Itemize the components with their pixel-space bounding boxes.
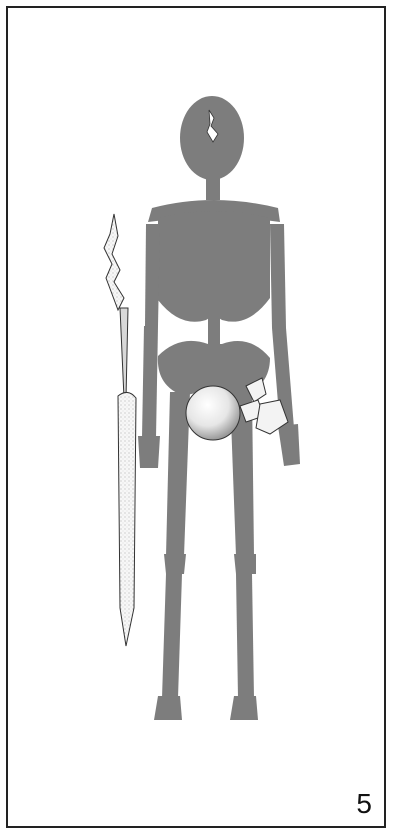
figure-number: 5 xyxy=(356,788,372,820)
left-tibia xyxy=(162,574,182,698)
spear-blade xyxy=(118,392,136,646)
left-knee xyxy=(164,554,186,574)
left-upper-arm xyxy=(145,224,160,326)
spine xyxy=(208,308,220,350)
left-hand xyxy=(138,436,160,468)
right-tibia xyxy=(236,574,254,698)
neck xyxy=(206,178,220,200)
left-foot xyxy=(154,696,182,720)
figure-frame: 5 xyxy=(6,6,386,828)
right-hand xyxy=(278,424,300,466)
spear xyxy=(104,214,136,646)
right-knee xyxy=(234,554,256,574)
spear-shaft xyxy=(120,308,128,398)
spear-head xyxy=(104,214,124,310)
skeleton-illustration xyxy=(8,8,388,830)
right-upper-arm xyxy=(270,224,286,328)
round-stone xyxy=(186,386,240,440)
right-foot xyxy=(230,696,258,720)
rib-cage xyxy=(158,211,270,322)
left-forearm xyxy=(142,326,158,438)
